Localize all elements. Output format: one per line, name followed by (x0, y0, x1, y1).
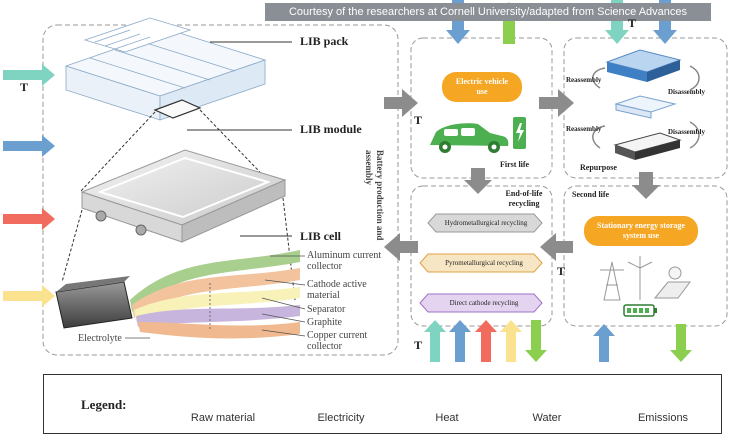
second-life-panel (563, 185, 728, 327)
reassembly-bottom-label: Reassembly (566, 125, 602, 133)
process-label: Battery production and assembly (364, 150, 385, 241)
first-life-caption: First life (500, 160, 530, 169)
highlighted-module (153, 99, 202, 119)
first-life-panel (410, 37, 553, 179)
legend-heat: Heat (435, 412, 459, 424)
hydrometallurgical-label: Hydrometallurgical recycling (444, 219, 528, 227)
direct-cathode-label: Direct cathode recycling (449, 299, 519, 307)
reassembly-top-label: Reassembly (566, 76, 602, 84)
legend-box (43, 374, 722, 434)
first-life-to-recycling-arrow (464, 168, 492, 194)
recycling-to-production-arrow (384, 233, 418, 261)
production-panel (42, 24, 399, 356)
first-life-to-repurpose-arrow (539, 89, 574, 117)
production-to-first-life-arrow (384, 89, 418, 117)
lib-cell-illustration (55, 250, 300, 339)
legend-title: Legend: (81, 397, 127, 412)
legend-water: Water (532, 412, 562, 424)
pyrometallurgical-label: Pyrometallurgical recycling (445, 259, 523, 267)
pyrometallurgical-hex (419, 253, 543, 273)
pack-label: LIB pack (300, 34, 349, 48)
repurpose-caption: Repurpose (580, 163, 617, 172)
t-marker-right-mid: T (557, 264, 566, 278)
disassembly-bottom-label: Disassembly (668, 128, 705, 136)
direct-cathode-hex (419, 293, 543, 313)
disassembly-top-label: Disassembly (668, 88, 705, 96)
ev-car-illustration (430, 117, 526, 153)
ev-use-pill: Electric vehicle use (442, 72, 522, 102)
t-marker-bottom: T (414, 338, 423, 352)
second-life-to-recycling-arrow (540, 233, 573, 261)
recycling-bottom-arrows (424, 320, 547, 362)
t-marker-left: T (20, 80, 29, 94)
lib-pack-illustration (64, 17, 267, 121)
t-marker-mid: T (414, 113, 423, 127)
stationary-storage-pill: Stationary energy storage system use (584, 216, 698, 246)
repurpose-illustration (592, 49, 700, 160)
left-input-arrows (3, 64, 55, 307)
credit-banner: Courtesy of the researchers at Cornell U… (265, 3, 711, 21)
hydrometallurgical-hex (427, 213, 543, 233)
layer-leader-lines (125, 255, 306, 339)
cell-label: LIB cell (300, 229, 341, 243)
second-life-caption: Second life (572, 190, 610, 199)
legend-electricity: Electricity (317, 412, 365, 424)
legend-raw-material: Raw material (190, 412, 256, 424)
layer-cathode: Cathode active material (307, 279, 367, 301)
layer-separator: Separator (307, 304, 346, 315)
module-label: LIB module (300, 122, 362, 136)
second-life-emission-arrow (670, 324, 692, 362)
second-life-electricity-arrow (593, 324, 615, 362)
layer-copper: Copper current collector (307, 330, 368, 352)
lib-module-illustration (80, 149, 287, 243)
layer-aluminum: Aluminum current collector (307, 250, 382, 272)
second-life-illustration (600, 256, 691, 317)
legend-emissions: Emissions (637, 412, 689, 424)
layer-graphite: Graphite (307, 317, 342, 328)
recycling-caption: End-of-life recycling (505, 189, 543, 208)
t-marker-right-top: T (628, 16, 637, 30)
repurpose-to-second-life-arrow (632, 172, 660, 199)
electrolyte-label: Electrolyte (78, 333, 122, 344)
